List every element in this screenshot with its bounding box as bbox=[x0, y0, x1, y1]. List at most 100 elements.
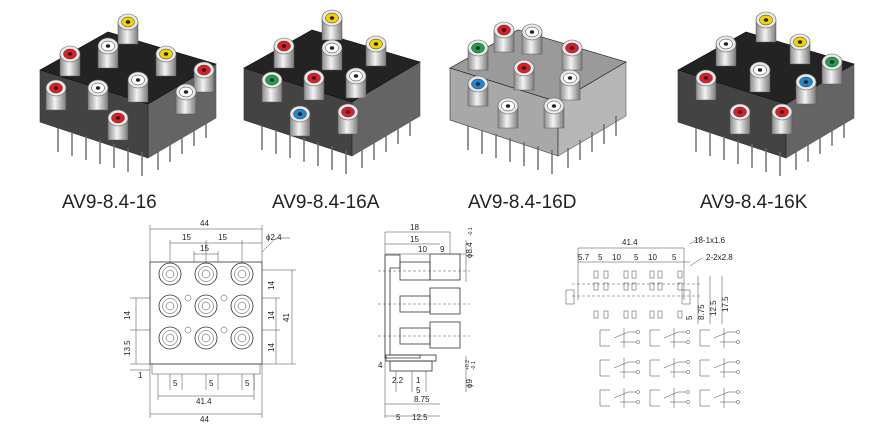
product-label-1: AV9-8.4-16 bbox=[62, 192, 157, 213]
pcb-pad bbox=[623, 282, 629, 291]
side-dim-pin-span: 8.75 bbox=[414, 395, 430, 404]
front-jack-outline bbox=[230, 262, 254, 286]
front-jack-outline bbox=[230, 294, 254, 318]
pcb-dim-step-1: 5 bbox=[598, 253, 603, 262]
side-dim-depth: 18 bbox=[410, 223, 419, 232]
pcb-dim-step-3: 5 bbox=[634, 253, 639, 262]
switch-symbol bbox=[699, 328, 740, 348]
pcb-pad bbox=[593, 282, 599, 291]
switch-symbol bbox=[699, 388, 740, 408]
pcb-pad bbox=[677, 270, 683, 279]
product-photos bbox=[39, 9, 855, 176]
product-photo-2 bbox=[243, 9, 421, 174]
pcb-pad bbox=[677, 310, 683, 319]
front-jack-outline bbox=[194, 294, 218, 318]
pcb-pad bbox=[649, 282, 655, 291]
front-view-dimensions: 44 15 15 15 ϕ2.4 13.5 14 14 14 14 41 1 5… bbox=[123, 219, 291, 424]
switch-symbol bbox=[649, 388, 690, 408]
pcb-dim-row-3: 17.5 bbox=[721, 296, 730, 312]
pcb-pad bbox=[657, 310, 663, 319]
side-view-dimensions: 18 15 10 9 ϕ8.4 -0.1 4 2.2 1 5 8.75 5 12… bbox=[378, 223, 477, 422]
switch-symbol bbox=[599, 328, 640, 348]
front-jack-outline bbox=[158, 262, 182, 286]
front-dim-width-top: 44 bbox=[200, 219, 209, 228]
pcb-pad bbox=[593, 270, 599, 279]
side-dim-pin-offset: 2.2 bbox=[392, 376, 404, 385]
front-dim-height: 41 bbox=[282, 313, 291, 322]
front-dim-pitch-3: 15 bbox=[200, 244, 209, 253]
side-dim-pin-step: 5 bbox=[416, 386, 421, 395]
pcb-dim-mount-holes: 2-2x2.8 bbox=[706, 253, 733, 262]
front-dim-pin-2: 5 bbox=[209, 379, 214, 388]
front-dim-pitch-2: 15 bbox=[218, 233, 227, 242]
front-dim-offset: 1 bbox=[138, 371, 143, 380]
front-jack-outline bbox=[194, 326, 218, 350]
side-dim-bottom-left: 5 bbox=[396, 413, 401, 422]
side-dim-pin-gap: 1 bbox=[416, 376, 421, 385]
pcb-pad bbox=[677, 282, 683, 291]
pcb-pad bbox=[603, 270, 609, 279]
pcb-pad bbox=[631, 282, 637, 291]
pcb-pad bbox=[593, 310, 599, 319]
front-dim-width-bottom: 44 bbox=[200, 415, 209, 424]
pcb-pad bbox=[649, 270, 655, 279]
front-jack-outline bbox=[158, 326, 182, 350]
product-photo-1 bbox=[39, 13, 217, 176]
pcb-pad bbox=[657, 270, 663, 279]
side-dim-front: 10 bbox=[418, 245, 427, 254]
pcb-dim-pin-holes: 18-1x1.6 bbox=[694, 236, 726, 245]
front-jack-outline bbox=[194, 262, 218, 286]
side-dim-bottom-span: 12.5 bbox=[412, 413, 428, 422]
front-jack-outline bbox=[158, 294, 182, 318]
pcb-dim-row-4: 5 bbox=[685, 315, 694, 320]
switch-symbol bbox=[699, 358, 740, 378]
pcb-pad bbox=[631, 270, 637, 279]
front-jack-outline bbox=[230, 326, 254, 350]
pcb-dim-row-1: 8.75 bbox=[697, 304, 706, 320]
pcb-dim-row-2: 12.5 bbox=[709, 300, 718, 316]
pcb-dim-step-2: 10 bbox=[612, 253, 621, 262]
product-photo-3 bbox=[449, 21, 627, 174]
switch-symbol bbox=[649, 328, 690, 348]
side-dim-body: 15 bbox=[410, 235, 419, 244]
front-dim-left-pitch: 14 bbox=[123, 311, 132, 320]
pcb-pad bbox=[657, 282, 663, 291]
front-dim-pin-3: 5 bbox=[245, 379, 250, 388]
pcb-pad bbox=[603, 282, 609, 291]
front-dim-hole: ϕ2.4 bbox=[266, 233, 282, 242]
front-dim-pitch-1: 15 bbox=[182, 233, 191, 242]
front-view-drawing bbox=[130, 225, 296, 418]
side-dim-lower-tolerance-upper: +0.2 bbox=[465, 360, 471, 370]
pcb-dim-edge: 5.7 bbox=[578, 253, 590, 262]
product-photo-4 bbox=[677, 11, 855, 176]
switch-symbol bbox=[649, 358, 690, 378]
side-dim-foot: 4 bbox=[378, 361, 383, 370]
side-dim-jack-depth: 9 bbox=[440, 245, 445, 254]
product-label-2: AV9-8.4-16A bbox=[272, 192, 380, 213]
front-dim-pin-span: 41.4 bbox=[196, 397, 212, 406]
side-dim-jack-tolerance: -0.1 bbox=[468, 227, 474, 236]
pcb-dim-span: 41.4 bbox=[622, 238, 638, 247]
product-label-4: AV9-8.4-16K bbox=[700, 192, 808, 213]
pcb-pad bbox=[649, 310, 655, 319]
pcb-layout-dimensions: 41.4 18-1x1.6 2-2x2.8 5.7 5 10 5 10 5 8.… bbox=[578, 236, 733, 320]
pcb-pad bbox=[603, 310, 609, 319]
switch-symbol bbox=[599, 358, 640, 378]
front-dim-right-pitch-1: 14 bbox=[267, 281, 276, 290]
pcb-pad bbox=[623, 270, 629, 279]
front-dim-pin-1: 5 bbox=[173, 379, 178, 388]
pcb-dim-step-4: 10 bbox=[648, 253, 657, 262]
product-label-3: AV9-8.4-16D bbox=[468, 192, 576, 213]
front-dim-right-pitch-2: 14 bbox=[267, 311, 276, 320]
side-dim-lower-diameter: ϕ9 bbox=[465, 379, 474, 388]
front-dim-bottom-row: 13.5 bbox=[123, 340, 132, 356]
switch-symbol bbox=[599, 388, 640, 408]
pcb-dim-step-5: 5 bbox=[672, 253, 677, 262]
side-view-drawing bbox=[378, 231, 470, 418]
front-dim-right-pitch-3: 14 bbox=[267, 343, 276, 352]
side-dim-jack-diameter: ϕ8.4 bbox=[465, 242, 474, 258]
pcb-pad bbox=[623, 310, 629, 319]
pcb-pad bbox=[631, 310, 637, 319]
pcb-layout-drawing bbox=[565, 235, 740, 408]
